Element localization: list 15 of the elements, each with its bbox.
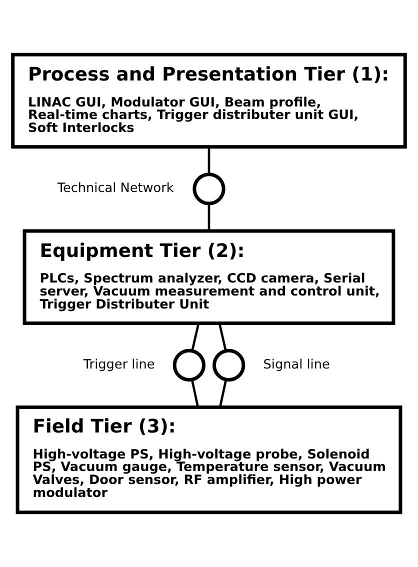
- connector: [191, 323, 200, 352]
- node-circle: [172, 348, 206, 382]
- node-box: Process and Presentation Tier (1): LINAC GUI, Modulator GUI, Beam profile, Real-time charts, Trigger distributer unit GUI, Soft Interlocks: [11, 52, 407, 149]
- connector: [218, 379, 228, 408]
- node-label: Trigger line: [83, 357, 155, 372]
- connector: [190, 379, 200, 408]
- node-circle: [212, 348, 246, 382]
- node-label: Signal line: [263, 357, 330, 372]
- node-box: Field Tier (3): High-voltage PS, High-voltage probe, Solenoid PS, Vacuum gauge, Temperature sensor, Vacuum Valves, Door sensor, RF amplifier, High power modulator: [16, 406, 402, 514]
- node-circle: [192, 172, 226, 206]
- connector: [208, 204, 210, 231]
- node-label: Technical Network: [57, 181, 174, 196]
- connector: [218, 323, 227, 352]
- node-box: Equipment Tier (2): PLCs, Spectrum analyzer, CCD camera, Serial server, Vacuum measurement and control unit, Trigger Distributer Unit: [22, 229, 396, 325]
- connector: [208, 147, 210, 174]
